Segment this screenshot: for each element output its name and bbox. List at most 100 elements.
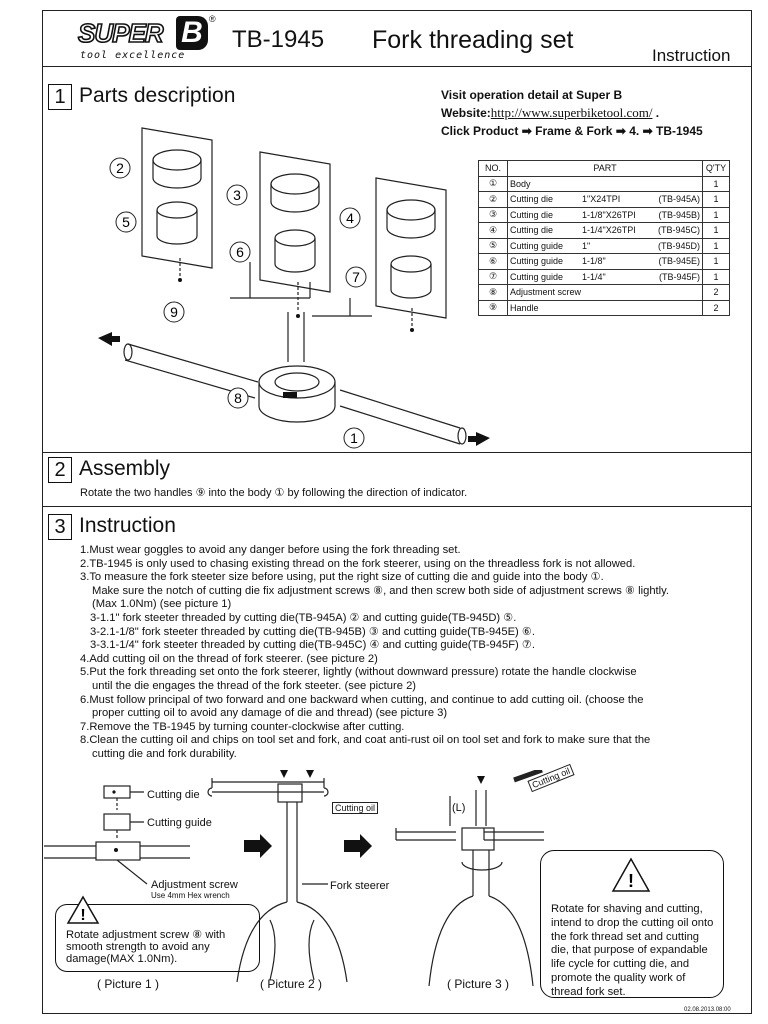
section-1-title: Parts description <box>79 84 236 107</box>
click-four: 4. <box>629 124 640 138</box>
part-spec: 1-1/4"X26TPI <box>582 225 636 236</box>
part-qty: 1 <box>702 253 730 270</box>
caption-picture-3: ( Picture 3 ) <box>447 977 510 991</box>
step-line: 6.Must follow principal of two forward a… <box>80 693 644 706</box>
step-line: 1.Must wear goggles to avoid any danger … <box>80 544 461 556</box>
part-qty: 1 <box>702 222 730 239</box>
logo-word: SUPER <box>77 17 164 49</box>
click-frame-fork: Frame & Fork <box>535 124 613 138</box>
part-name: Body <box>510 178 531 189</box>
warning-icon: ! <box>611 857 651 892</box>
part-name: Cutting guide <box>510 256 564 267</box>
callout-8: 8 <box>234 390 242 406</box>
part-code: (TB-945C) <box>657 225 700 236</box>
part-spec: 1"X24TPI <box>582 194 621 205</box>
step-line: 4.Add cutting oil on the thread of fork … <box>80 652 378 665</box>
step-line: (Max 1.0Nm) (see picture 1) <box>92 598 232 611</box>
part-qty: 1 <box>702 206 730 223</box>
part-code: (TB-945D) <box>657 240 700 251</box>
step-line: until the die engages the thread of the … <box>92 679 417 692</box>
document-code: 02.08.2013.08:00 <box>684 1007 731 1013</box>
logo-b: B <box>176 16 208 50</box>
parts-panel-3 <box>375 177 447 319</box>
part-qty: 1 <box>702 191 730 208</box>
step-line: cutting die and fork durability. <box>92 747 237 760</box>
part-number: ③ <box>478 206 508 223</box>
parts-exploded-diagram: 2 5 3 6 4 7 9 8 1 <box>98 127 490 449</box>
super-b-logo: SUPER B ® <box>77 14 216 50</box>
part-name: Cutting die <box>510 225 554 236</box>
part-number: ④ <box>478 222 508 239</box>
warning-text-1: Rotate adjustment screw ⑧ with smooth st… <box>66 929 226 965</box>
website-prefix: Website: <box>441 106 491 120</box>
part-cell: Body <box>507 175 703 192</box>
step-line: Make sure the notch of cutting die fix a… <box>92 584 670 597</box>
part-spec: 1-1/4" <box>582 271 606 282</box>
parts-table-header: NO. PART Q'TY <box>478 160 730 177</box>
website-suffix: . <box>652 106 660 120</box>
label-fork-steerer: Fork steerer <box>330 880 390 892</box>
callout-5: 5 <box>122 214 130 230</box>
part-qty: 1 <box>702 237 730 254</box>
part-code: (TB-945F) <box>658 271 700 282</box>
part-number: ⑤ <box>478 237 508 254</box>
arrow-right-icon: ➡ <box>521 124 532 138</box>
arrow-down-icon <box>306 770 314 778</box>
click-model: TB-1945 <box>655 124 703 138</box>
callout-2: 2 <box>116 160 124 176</box>
step-line: 3-3.1-1/4" fork steeter threaded by cutt… <box>90 639 536 652</box>
part-code: (TB-945A) <box>658 194 700 205</box>
col-part: PART <box>507 160 703 177</box>
page-frame <box>42 10 752 1014</box>
logo-tagline: tool excellence <box>80 50 186 61</box>
label-cutting-guide: Cutting guide <box>147 817 212 829</box>
part-spec: 1-1/8" <box>582 256 606 267</box>
callout-6: 6 <box>236 244 244 260</box>
click-product: Click Product <box>441 124 519 138</box>
callout-1: 1 <box>350 430 358 446</box>
part-number: ⑧ <box>478 284 508 301</box>
part-qty: 1 <box>702 268 730 285</box>
instruction-label: Instruction <box>652 46 731 65</box>
section-2-number: 2 <box>48 457 72 483</box>
part-name: Adjustment screw <box>510 287 582 298</box>
part-qty: 2 <box>702 284 730 301</box>
arrow-right-icon: ➡ <box>615 124 626 138</box>
part-spec: 1-1/8"X26TPI <box>582 209 636 220</box>
warning-box-3: ! Rotate for shaving and cutting, intend… <box>540 850 724 998</box>
warning-text-3: Rotate for shaving and cutting, intend t… <box>551 903 714 998</box>
instruction-steps: 1.Must wear goggles to avoid any danger … <box>80 544 740 762</box>
label-cutting-oil-2: Cutting oil <box>332 802 379 814</box>
caption-picture-1: ( Picture 1 ) <box>97 977 160 991</box>
visit-line: Visit operation detail at Super B <box>441 88 623 102</box>
label-hex-wrench: Use 4mm Hex wrench <box>151 891 230 900</box>
part-number: ① <box>478 175 508 192</box>
assembly-text: Rotate the two handles ⑨ into the body ①… <box>80 487 468 499</box>
callout-4: 4 <box>346 210 354 226</box>
warning-box-1: ! Rotate adjustment screw ⑧ with smooth … <box>55 895 260 972</box>
usage-pictures <box>44 770 544 987</box>
rotate-arrow-left <box>98 332 120 346</box>
part-number: ⑦ <box>478 268 508 285</box>
step-line: 7.Remove the TB-1945 by turning counter-… <box>80 720 405 733</box>
label-adjustment-screw: Adjustment screw <box>151 879 238 891</box>
part-spec: 1" <box>582 240 591 251</box>
part-code: (TB-945B) <box>658 209 700 220</box>
page-title: Fork threading set <box>372 26 574 54</box>
callout-7: 7 <box>352 269 360 285</box>
website-link[interactable]: http://www.superbiketool.com/ <box>490 105 653 120</box>
label-cutting-die: Cutting die <box>147 789 200 801</box>
label-length: (L) <box>452 802 466 814</box>
callout-9: 9 <box>170 304 178 320</box>
